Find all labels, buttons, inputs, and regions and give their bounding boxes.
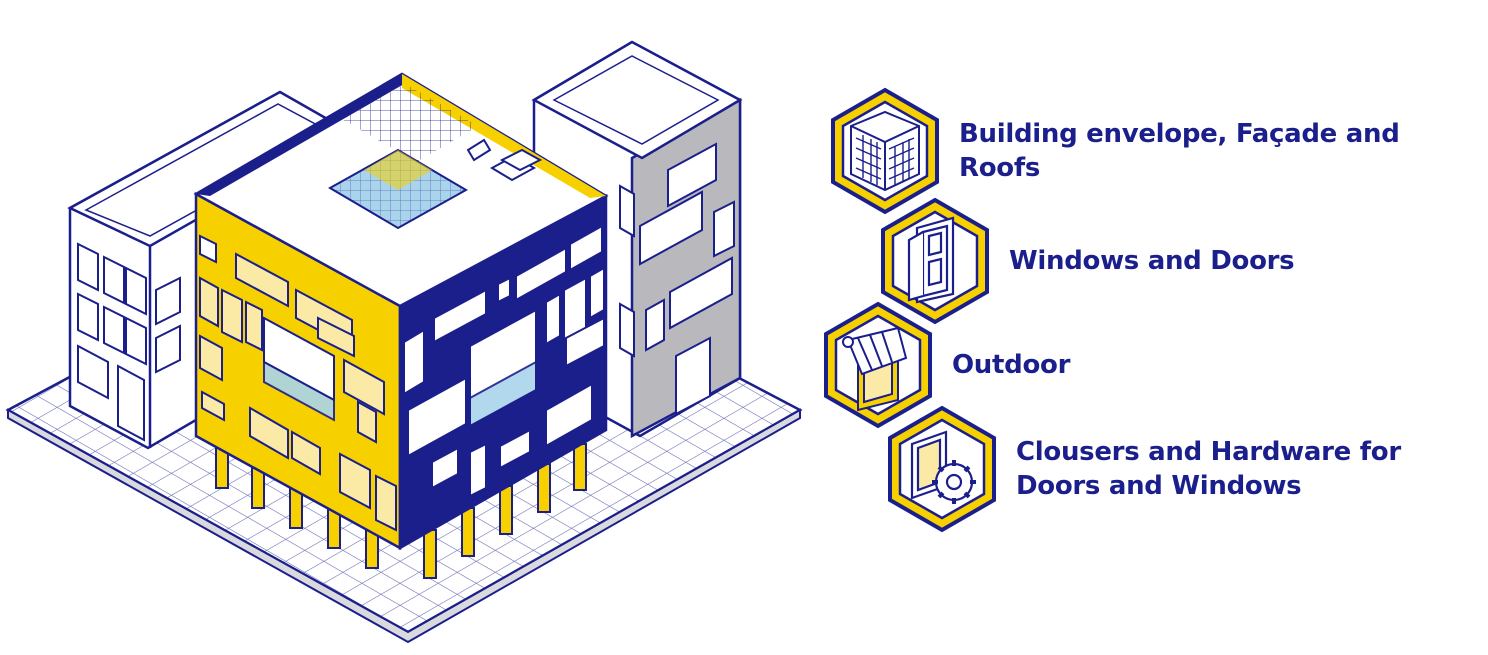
category-closers-hardware[interactable]: Clousers and Hardware for Doors and Wind… (882, 404, 1486, 534)
door-icon (881, 197, 989, 325)
window-gear-icon (888, 405, 996, 533)
category-label: Clousers and Hardware for Doors and Wind… (1016, 437, 1401, 501)
building-illustration (5, 40, 803, 644)
category-label: Building envelope, Façade and Roofs (959, 119, 1400, 183)
building-columns (215, 439, 587, 579)
awning-icon (824, 301, 932, 429)
category-label: Windows and Doors (1009, 246, 1295, 276)
category-building-envelope[interactable]: Building envelope, Façade and Roofs (825, 86, 1488, 216)
left-face-windows (199, 234, 397, 532)
building-facade-icon (831, 87, 939, 215)
category-label: Outdoor (952, 350, 1071, 380)
right-face-windows (403, 224, 605, 498)
category-windows-doors[interactable]: Windows and Doors (875, 196, 1295, 326)
category-outdoor[interactable]: Outdoor (818, 300, 1070, 430)
